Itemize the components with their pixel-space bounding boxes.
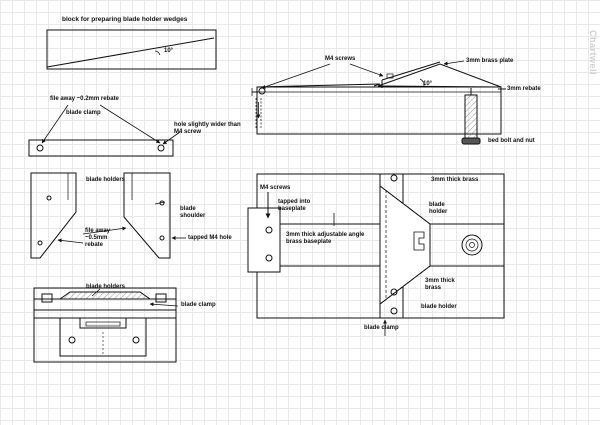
file-away-05-label-1: file away (85, 228, 111, 234)
wedge-angle-arc (154, 50, 161, 56)
plan-screw-upper (265, 226, 273, 234)
thick-brass-top-label: 3mm thick brass (431, 177, 479, 183)
blade-clamp-front-label: blade clamp (181, 302, 216, 308)
blade-holder-left (30, 172, 77, 259)
brass-plate-wedge (377, 63, 502, 88)
front-hole-right (132, 336, 140, 344)
thick-brass-bottom-label-1: 3mm thick (425, 278, 455, 284)
wedge-block-diagonal (46, 37, 215, 68)
m4-screws-plan-label: M4 screws (260, 185, 291, 191)
file-away-05-label-3: rebate (85, 242, 104, 248)
brass-plate-label: 3mm brass plate (466, 58, 514, 64)
blade-shoulder-label-1: blade (180, 206, 196, 212)
thick-brass-bottom-label-2: brass (425, 285, 442, 291)
side-angle-arc (419, 78, 425, 87)
tapped-into-label-2: baseplate (278, 206, 306, 212)
baseplate-label-2: brass baseplate (286, 239, 332, 245)
front-blade-holders (58, 291, 152, 300)
blade-holder-left-hole-upper (46, 195, 52, 201)
blade-holders-label: blade holders (86, 177, 126, 183)
leader-file-05 (57, 238, 84, 244)
blade-holder-right-hole-lower (159, 235, 165, 241)
file-away-05-label-2: ~0.5mm (85, 235, 108, 241)
side-screw-circle (258, 87, 266, 95)
clamp-bar-hole-right (157, 144, 165, 152)
clamp-bar (28, 104, 181, 157)
bed-bolt (464, 94, 478, 140)
leader-front-clamp (149, 302, 179, 307)
leader-m4-left (261, 63, 331, 89)
leader-m4-right (349, 63, 384, 77)
hole-wider-label-1: hole slightly wider than (174, 122, 241, 128)
bed-bolt-nut (461, 137, 481, 145)
angle-label-b: 10° (423, 81, 433, 87)
blade-clamp-label: blade clamp (66, 110, 101, 116)
blade-holders-bottom-label: blade holders (86, 284, 126, 290)
wedge-block-outline (46, 29, 217, 70)
front-screw-right (155, 293, 167, 303)
blade-holder-left-hole-lower (37, 240, 43, 246)
wedge-screw-head (386, 73, 394, 79)
file-away-rebate-label: file away ~0.2mm rebate (50, 96, 119, 102)
leader-clamp (99, 104, 161, 144)
hole-wider-label-2: M4 screw (174, 129, 202, 135)
plan-view (247, 173, 505, 336)
blade-clamp-plan-label: blade clamp (364, 325, 399, 331)
plan-bolt-outer (461, 234, 483, 256)
rebate-label: 3mm rebate (507, 86, 541, 92)
blade-holder-top-label-2: holder (429, 209, 448, 215)
wedge-block (46, 29, 217, 70)
front-slot (79, 317, 127, 329)
side-view-base (256, 86, 502, 135)
leader-file-away (41, 104, 69, 144)
front-screw-left (41, 293, 53, 303)
clamp-bar-hole-left (36, 144, 44, 152)
plan-notch (413, 231, 425, 251)
plan-angled-holder (379, 184, 431, 306)
blade-shoulder-label-2: shoulder (180, 213, 206, 219)
tapped-into-label-1: tapped into (278, 199, 311, 205)
blade-holders (30, 172, 186, 259)
blade-holder-right (123, 172, 171, 259)
front-hole-left (68, 336, 76, 344)
watermark: Chartwell (588, 30, 598, 76)
leader-brass-plate (443, 60, 465, 66)
block-title: block for preparing blade holder wedges (62, 16, 188, 23)
baseplate-left-tab (247, 207, 281, 273)
plan-screw-bottom (390, 288, 398, 296)
brass-plate-top (381, 61, 441, 81)
side-view-top-left (256, 83, 381, 88)
plan-screw-bottom2 (390, 307, 398, 315)
blade-holder-bottom-label: blade holder (421, 304, 457, 310)
angle-label-a: 10° (164, 48, 174, 54)
front-view (33, 287, 179, 363)
baseplate-label-1: 3mm thick adjustable angle (286, 232, 365, 238)
side-view (251, 60, 506, 145)
clamp-bar-outline (28, 139, 174, 157)
m4-screws-top-label: M4 screws (325, 56, 356, 62)
blade-holder-top-label-1: blade (429, 202, 445, 208)
front-view-outline (33, 287, 177, 363)
plan-screw-top (390, 174, 398, 182)
bed-bolt-label: bed bolt and nut (488, 138, 535, 144)
leader-hole-wider (162, 131, 181, 145)
tapped-m4-label: tapped M4 hole (188, 235, 232, 241)
plan-screw-lower (265, 254, 273, 262)
